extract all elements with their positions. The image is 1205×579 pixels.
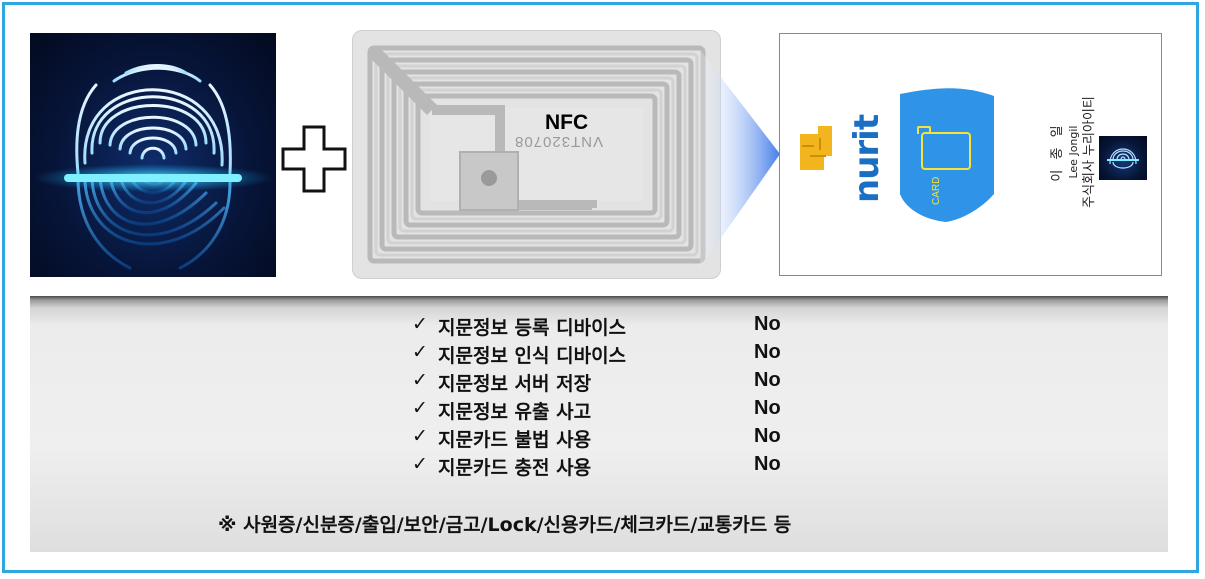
plus-icon (281, 125, 347, 193)
checklist-value: No (754, 453, 781, 475)
card-badge-icon (917, 126, 971, 170)
list-item: ✓ 지문정보 인식 디바이스 No (412, 341, 832, 369)
smartcard-chip-icon (800, 126, 832, 170)
nfc-antenna-icon (367, 45, 706, 264)
fingerprint-scan-image (30, 33, 276, 277)
checklist-label: 지문정보 인식 디바이스 (438, 345, 627, 367)
outer-frame (2, 2, 1199, 573)
checklist-value: No (754, 397, 781, 419)
checklist-value: No (754, 341, 781, 363)
nfc-chip-code: VNT320708 (514, 133, 604, 150)
holder-english-name: Lee Jongil (1067, 125, 1080, 179)
checklist-value: No (754, 425, 781, 447)
check-icon: ✓ (412, 369, 428, 391)
checklist-value: No (754, 313, 781, 335)
checklist-panel (30, 296, 1168, 552)
check-icon: ✓ (412, 313, 428, 335)
check-icon: ✓ (412, 397, 428, 419)
light-beam (700, 50, 780, 268)
checklist-label: 지문정보 등록 디바이스 (438, 317, 627, 339)
check-icon: ✓ (412, 453, 428, 475)
list-item: ✓ 지문정보 등록 디바이스 No (412, 313, 832, 341)
nurit-logo-text: nurit (847, 114, 887, 203)
checklist-label: 지문정보 서버 저장 (438, 373, 592, 395)
list-item: ✓ 지문정보 서버 저장 No (412, 369, 832, 397)
card-badge-label: CARD (931, 176, 942, 205)
nfc-inlay-image (352, 30, 721, 279)
nurit-logo: nurit (847, 107, 887, 203)
card-shield-shape (900, 88, 994, 222)
nfc-label: NFC (545, 111, 589, 134)
fingerprint-icon (33, 64, 273, 270)
checklist: ✓ 지문정보 등록 디바이스 No ✓ 지문정보 인식 디바이스 No ✓ 지문… (412, 313, 832, 481)
holder-korean-name: 이 종 일 (1050, 122, 1065, 182)
scan-line (64, 174, 242, 182)
usage-note: ※ 사원증/신분증/출입/보안/금고/Lock/신용카드/체크카드/교통카드 등 (218, 514, 792, 536)
checklist-label: 지문정보 유출 사고 (438, 401, 592, 423)
checklist-label: 지문카드 충전 사용 (438, 457, 592, 479)
list-item: ✓ 지문카드 불법 사용 No (412, 425, 832, 453)
checklist-value: No (754, 369, 781, 391)
list-item: ✓ 지문정보 유출 사고 No (412, 397, 832, 425)
list-item: ✓ 지문카드 충전 사용 No (412, 453, 832, 481)
checklist-label: 지문카드 불법 사용 (438, 429, 592, 451)
check-icon: ✓ (412, 341, 428, 363)
holder-company: 주식회사 누리아이티 (1082, 96, 1097, 208)
nurit-card: CARD (779, 33, 1162, 276)
card-fingerprint-sensor-icon (1099, 136, 1147, 180)
check-icon: ✓ (412, 425, 428, 447)
